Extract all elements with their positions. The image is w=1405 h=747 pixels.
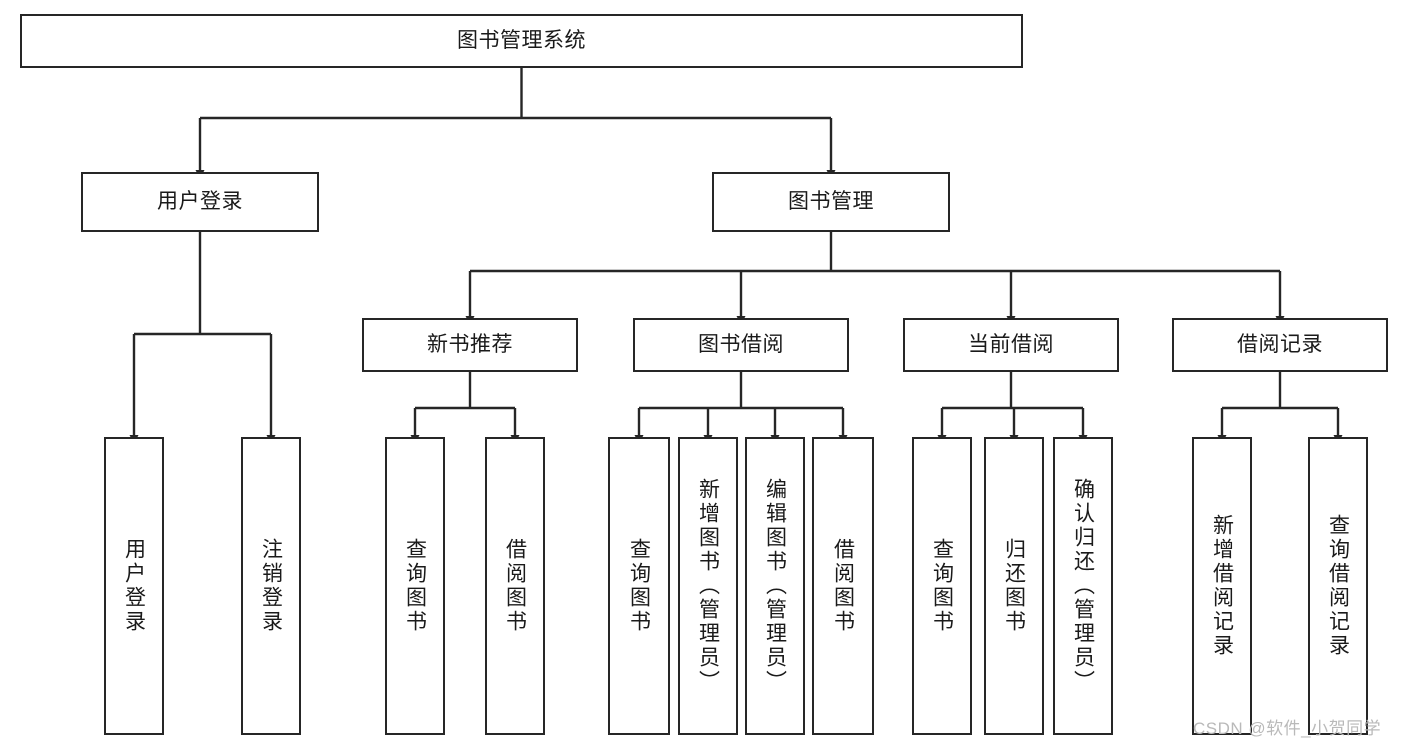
node-label: 编辑图书（管理员） bbox=[763, 478, 787, 694]
node-label: 新增图书（管理员） bbox=[696, 478, 720, 694]
edge-group bbox=[129, 68, 1343, 444]
node-label: 新书推荐 bbox=[427, 332, 513, 356]
node-leaf-borrow-book-1: 借阅图书 bbox=[485, 437, 545, 735]
node-label: 当前借阅 bbox=[968, 332, 1054, 356]
node-book-manage: 图书管理 bbox=[712, 172, 950, 232]
node-borrow-record: 借阅记录 bbox=[1172, 318, 1388, 372]
node-leaf-user-login: 用户登录 bbox=[104, 437, 164, 735]
node-label: 借阅图书 bbox=[831, 538, 855, 634]
node-label: 确认归还（管理员） bbox=[1071, 478, 1095, 694]
node-leaf-query-book-1: 查询图书 bbox=[385, 437, 445, 735]
node-leaf-borrow-book-2: 借阅图书 bbox=[812, 437, 874, 735]
node-leaf-add-record: 新增借阅记录 bbox=[1192, 437, 1252, 735]
node-label: 图书管理 bbox=[788, 189, 874, 213]
node-label: 归还图书 bbox=[1002, 538, 1026, 634]
node-label: 用户登录 bbox=[122, 538, 146, 634]
node-label: 图书借阅 bbox=[698, 332, 784, 356]
node-book-borrow: 图书借阅 bbox=[633, 318, 849, 372]
node-label: 查询图书 bbox=[627, 538, 651, 634]
node-label: 查询借阅记录 bbox=[1326, 514, 1350, 658]
node-leaf-add-book: 新增图书（管理员） bbox=[678, 437, 738, 735]
node-leaf-query-book-3: 查询图书 bbox=[912, 437, 972, 735]
node-leaf-user-logout: 注销登录 bbox=[241, 437, 301, 735]
node-label: 借阅图书 bbox=[503, 538, 527, 634]
node-current-borrow: 当前借阅 bbox=[903, 318, 1119, 372]
node-new-book-rec: 新书推荐 bbox=[362, 318, 578, 372]
node-leaf-query-record: 查询借阅记录 bbox=[1308, 437, 1368, 735]
node-label: 新增借阅记录 bbox=[1210, 514, 1234, 658]
node-label: 查询图书 bbox=[930, 538, 954, 634]
node-label: 查询图书 bbox=[403, 538, 427, 634]
node-user-login: 用户登录 bbox=[81, 172, 319, 232]
node-label: 用户登录 bbox=[157, 189, 243, 213]
node-label: 图书管理系统 bbox=[457, 28, 586, 52]
node-label: 借阅记录 bbox=[1237, 332, 1323, 356]
node-root: 图书管理系统 bbox=[20, 14, 1023, 68]
node-leaf-query-book-2: 查询图书 bbox=[608, 437, 670, 735]
node-leaf-edit-book: 编辑图书（管理员） bbox=[745, 437, 805, 735]
node-leaf-confirm-return: 确认归还（管理员） bbox=[1053, 437, 1113, 735]
node-leaf-return-book: 归还图书 bbox=[984, 437, 1044, 735]
node-label: 注销登录 bbox=[259, 538, 283, 634]
